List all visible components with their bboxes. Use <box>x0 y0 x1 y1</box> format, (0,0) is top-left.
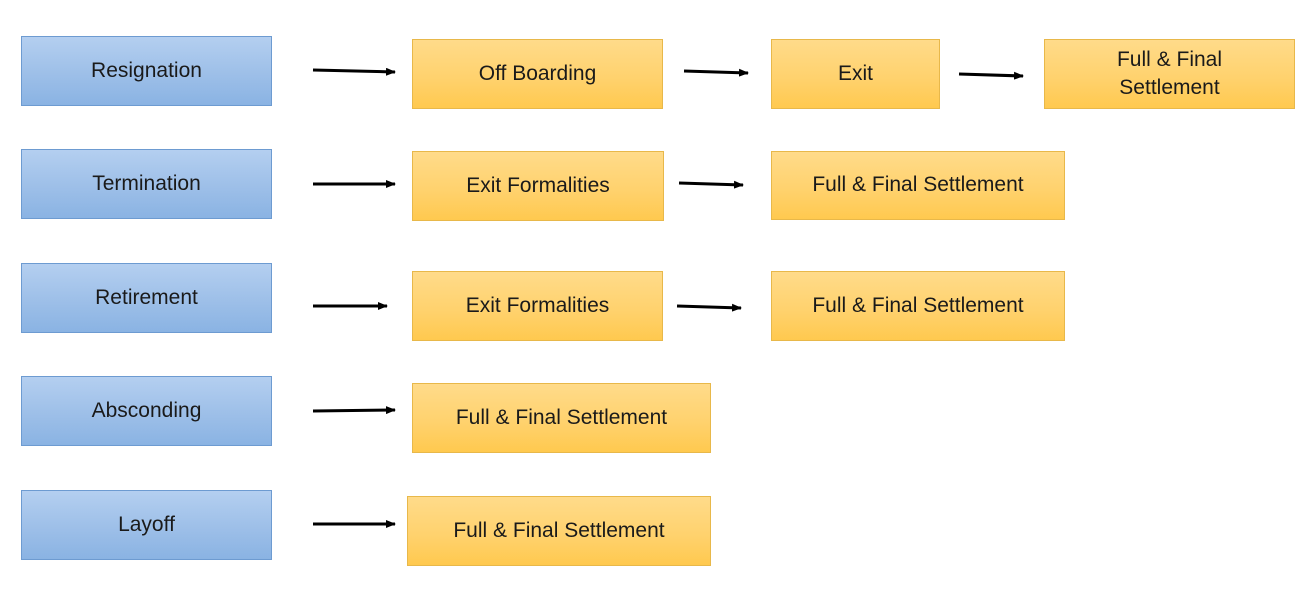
arrow-resignation-offboarding <box>312 67 396 76</box>
layoff-label: Layoff <box>118 512 175 536</box>
resignation-box: Resignation <box>21 36 272 106</box>
arrow-retirement-formalities-settlement <box>676 303 742 312</box>
resignation-label: Resignation <box>91 58 202 82</box>
absconding-settlement-label: Full & Final Settlement <box>455 405 668 429</box>
absconding-box: Absconding <box>21 376 272 446</box>
arrow-absconding-settlement <box>312 406 396 415</box>
arrow-offboarding-exit <box>683 68 749 77</box>
exit-box: Exit <box>771 39 940 109</box>
termination-exit-formalities-label: Exit Formalities <box>466 173 610 197</box>
termination-exit-formalities-box: Exit Formalities <box>412 151 664 221</box>
arrow-termination-formalities-settlement <box>678 180 744 189</box>
termination-label: Termination <box>92 171 201 195</box>
retirement-label: Retirement <box>95 285 198 309</box>
resignation-settlement-label: Full & Final Settlement <box>1116 47 1223 99</box>
exit-label: Exit <box>837 61 873 85</box>
termination-settlement-box: Full & Final Settlement <box>771 151 1065 220</box>
termination-box: Termination <box>21 149 272 219</box>
absconding-label: Absconding <box>91 398 202 422</box>
off-boarding-label: Off Boarding <box>478 61 597 85</box>
termination-settlement-label: Full & Final Settlement <box>812 173 1024 197</box>
retirement-box: Retirement <box>21 263 272 333</box>
retirement-exit-formalities-label: Exit Formalities <box>465 293 610 317</box>
layoff-settlement-box: Full & Final Settlement <box>407 496 711 566</box>
off-boarding-box: Off Boarding <box>412 39 663 109</box>
layoff-settlement-label: Full & Final Settlement <box>453 518 665 542</box>
retirement-exit-formalities-box: Exit Formalities <box>412 271 663 341</box>
layoff-box: Layoff <box>21 490 272 560</box>
retirement-settlement-box: Full & Final Settlement <box>771 271 1065 341</box>
arrow-exit-settlement <box>958 71 1024 80</box>
resignation-settlement-box: Full & Final Settlement <box>1044 39 1295 109</box>
retirement-settlement-label: Full & Final Settlement <box>812 293 1024 317</box>
absconding-settlement-box: Full & Final Settlement <box>412 383 711 453</box>
